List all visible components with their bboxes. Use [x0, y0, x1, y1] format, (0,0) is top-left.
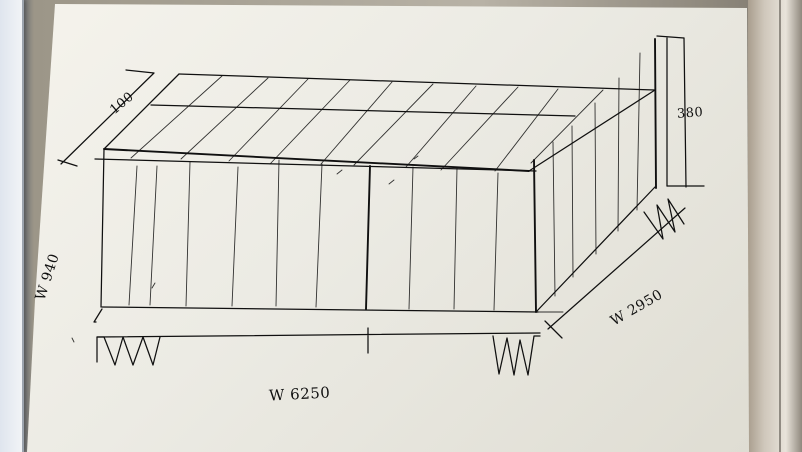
- roof-slat: [405, 85, 477, 168]
- front-left-post: [100, 148, 105, 308]
- right-break-symbol: [492, 335, 541, 376]
- left-paper-shadow: [22, 0, 24, 452]
- left-break-symbol: [96, 336, 161, 366]
- roof-slat: [180, 77, 269, 160]
- roof-slat: [269, 79, 351, 165]
- left-depth-dimension-line: [93, 308, 103, 323]
- roof-left-edge: [103, 73, 180, 150]
- roof-slat: [530, 89, 604, 164]
- roof-slat: [440, 86, 519, 171]
- right-depth-break-symbol: [643, 198, 685, 240]
- top-roof-grid: [94, 73, 656, 172]
- front-vertical-slats: [128, 159, 499, 311]
- right-object-edge-line: [779, 0, 781, 452]
- right-side-panel: [535, 35, 705, 313]
- roof-slat: [228, 78, 309, 162]
- top-depth-dimension-line: [57, 69, 155, 167]
- height-label: 380: [676, 105, 704, 122]
- dimension-lines: [57, 37, 686, 376]
- small-pencil-marks: [71, 155, 419, 343]
- roof-slat: [130, 75, 223, 159]
- left-paper-edge: [0, 0, 24, 452]
- roof-front-rail: [94, 158, 537, 172]
- roof-slat: [494, 88, 559, 172]
- front-right-post: [533, 159, 537, 313]
- roof-right-edge: [528, 89, 656, 172]
- roof-slat: [353, 83, 434, 166]
- roof-slat: [320, 81, 393, 165]
- right-depth-dimension-line: [544, 207, 686, 339]
- roof-back-rail: [178, 73, 656, 91]
- front-top-rail: [103, 148, 530, 172]
- front-bottom-rail: [101, 306, 539, 313]
- roof-middle-rail: [150, 104, 576, 117]
- width-dimension-line: [96, 327, 541, 354]
- width-label: W 6250: [268, 383, 331, 405]
- right-background-object: [748, 0, 802, 452]
- front-frame-lines: [100, 148, 539, 313]
